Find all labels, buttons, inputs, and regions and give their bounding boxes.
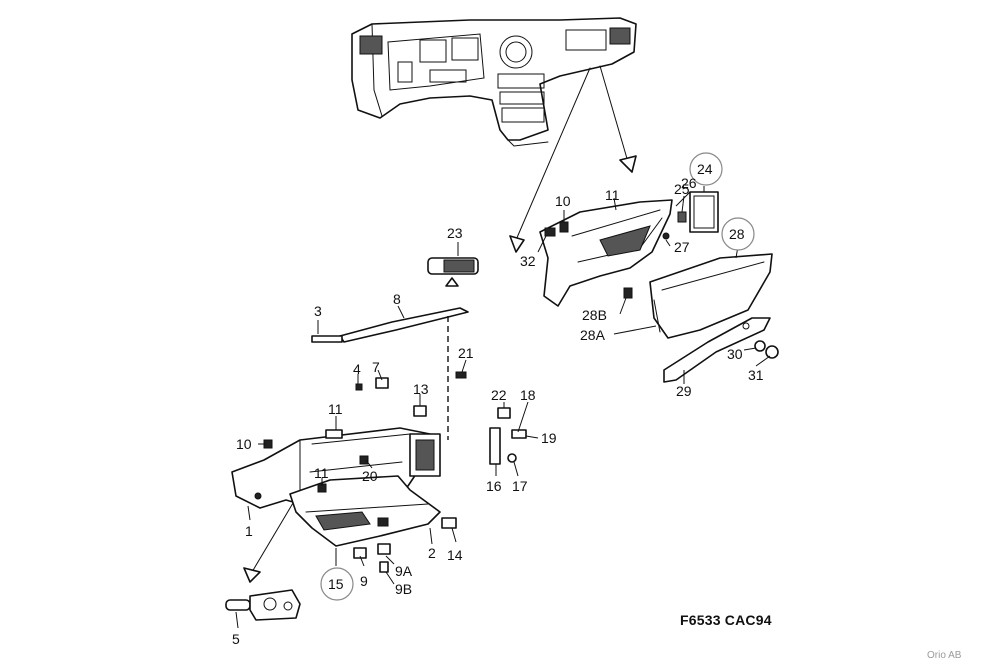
callout-30: 30 — [727, 346, 743, 362]
callout-10-left: 10 — [236, 436, 252, 452]
leader-lines — [235, 186, 771, 629]
callout-18: 18 — [520, 387, 536, 403]
callout-15: 15 — [328, 576, 344, 592]
copyright-text: Orio AB — [927, 650, 962, 661]
callout-10-right: 10 — [555, 193, 571, 209]
callout-23: 23 — [447, 225, 463, 241]
hinge-16-17 — [489, 427, 517, 465]
callout-19: 19 — [541, 430, 557, 446]
clips-small — [317, 371, 527, 573]
callout-9A: 9A — [395, 563, 413, 579]
callout-2: 2 — [428, 545, 436, 561]
callout-9: 9 — [360, 573, 368, 589]
callout-29: 29 — [676, 383, 692, 399]
callout-1: 1 — [245, 523, 253, 539]
callout-25: 25 — [674, 181, 690, 197]
bulb-30-31 — [754, 340, 779, 359]
rail-8 — [311, 307, 469, 343]
glovebox-housing-upper — [539, 199, 687, 307]
figure-code: F6533 CAC94 — [680, 612, 772, 628]
callout-26: 26 — [681, 175, 697, 191]
callout-labels: 1 2 3 4 5 7 8 9 9A 9B 10 10 11 11 11 13 … — [232, 161, 764, 647]
callout-24: 24 — [697, 161, 713, 177]
callout-11-right: 11 — [605, 187, 620, 203]
callout-20: 20 — [362, 468, 378, 484]
callout-5: 5 — [232, 631, 240, 647]
callout-17: 17 — [512, 478, 528, 494]
callout-7: 7 — [372, 359, 380, 375]
callout-11-upper: 11 — [328, 401, 343, 417]
callout-28A: 28A — [580, 327, 606, 343]
callout-8: 8 — [393, 291, 401, 307]
callout-27: 27 — [674, 239, 690, 255]
callout-circle-15 — [320, 567, 354, 601]
callout-22: 22 — [491, 387, 507, 403]
glovebox-tray-15 — [289, 475, 441, 547]
trim-panel-29 — [663, 317, 771, 383]
callout-31: 31 — [748, 367, 764, 383]
glovebox-lid-28 — [623, 253, 773, 339]
lens-24 — [689, 191, 719, 233]
callout-28: 28 — [729, 226, 745, 242]
callout-4: 4 — [353, 361, 361, 377]
callout-9B: 9B — [395, 581, 412, 597]
dashboard-overview — [351, 17, 637, 147]
callout-circle-24 — [689, 152, 723, 186]
light-23 — [427, 257, 479, 287]
callout-32: 32 — [520, 253, 536, 269]
callout-11-lower: 11 — [314, 465, 329, 481]
pointer-arrows — [243, 65, 637, 583]
handle-5 — [225, 589, 301, 621]
callout-13: 13 — [413, 381, 429, 397]
callout-circle-28 — [721, 217, 755, 251]
callout-3: 3 — [314, 303, 322, 319]
callout-16: 16 — [486, 478, 502, 494]
callout-14: 14 — [447, 547, 463, 563]
callout-21: 21 — [458, 345, 474, 361]
callout-28B: 28B — [582, 307, 607, 323]
